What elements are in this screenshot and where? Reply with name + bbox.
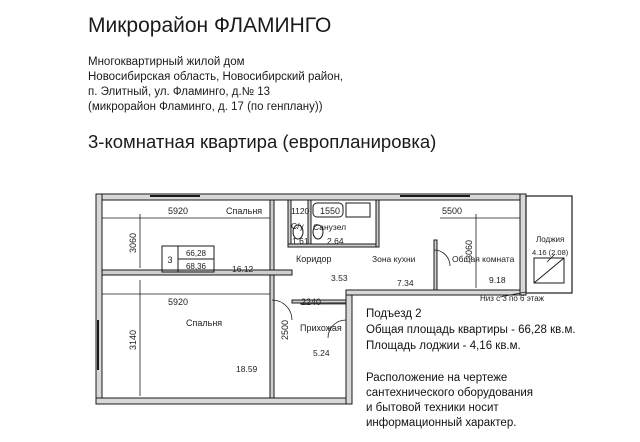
address-line: Многоквартирный жилой дом xyxy=(88,56,245,68)
note-line: Расположение на чертеже xyxy=(366,372,508,384)
address-line: (микрорайон Фламинго, д. 17 (по генплану… xyxy=(88,101,323,113)
note-line: информационный характер. xyxy=(366,417,517,429)
dim-left-bottom: 3140 xyxy=(128,330,138,350)
area-corridor: 3.53 xyxy=(331,273,348,283)
wall-hall-top xyxy=(291,299,347,304)
wall-left xyxy=(95,193,103,405)
dim-left-top: 3060 xyxy=(128,233,138,253)
address-line: п. Элитный, ул. Фламинго, д.№ 13 xyxy=(88,86,271,98)
dim-right: 3060 xyxy=(464,240,474,260)
page-title: Микрорайон ФЛАМИНГО xyxy=(88,14,332,37)
apartment-type-heading: 3-комнатная квартира (европланировка) xyxy=(88,131,437,152)
sink xyxy=(345,202,371,218)
area-loggia: 4.16 (2.08) xyxy=(532,248,569,257)
room-bedroom-top: Спальня xyxy=(226,206,262,216)
dim-bath: 1550 xyxy=(320,206,340,216)
area-hallway: 5.24 xyxy=(313,348,330,358)
dim-top-left: 5920 xyxy=(168,206,188,216)
toilet xyxy=(292,224,304,240)
dim-corridor: 2240 xyxy=(301,297,321,307)
area-wc: 1.61 xyxy=(292,236,309,246)
room-loggia: Лоджия xyxy=(536,235,564,244)
stamp-rooms: 3 xyxy=(167,255,172,265)
loggia-fixture xyxy=(533,257,565,284)
stamp-area-with-loggia: 68,36 xyxy=(186,262,207,271)
entrance-label: Подъезд 2 xyxy=(366,308,422,320)
wall-bottom xyxy=(95,397,353,405)
toilet xyxy=(312,224,324,240)
note-line: сантехнического оборудования xyxy=(366,387,534,399)
loggia-area-label: Площадь лоджии - 4,16 кв.м. xyxy=(366,340,521,352)
room-wc: С/у xyxy=(291,221,305,231)
area-kitchen: 7.34 xyxy=(397,278,414,288)
address-line: Новосибирская область, Новосибирский рай… xyxy=(88,71,344,83)
room-hallway: Прихожая xyxy=(300,323,342,333)
dim-wc: 1120 xyxy=(291,206,310,216)
dim-top-right: 5500 xyxy=(442,206,462,216)
wall-right xyxy=(519,193,527,296)
wall-bedroom-top xyxy=(269,199,275,271)
dim-mid: 5920 xyxy=(168,297,188,307)
room-bathroom: Санузел xyxy=(313,222,346,232)
wall-bath-right xyxy=(375,199,380,248)
room-bedroom-bottom: Спальня xyxy=(186,318,222,328)
total-area-label: Общая площадь квартиры - 66,28 кв.м. xyxy=(366,324,576,336)
sill-note: Низ с 3 по 6 этаж xyxy=(480,294,545,303)
wall-bedroom-bottom xyxy=(269,274,275,399)
bathtub xyxy=(312,202,344,218)
room-corridor: Коридор xyxy=(296,254,332,264)
area-bathroom: 2.64 xyxy=(327,236,344,246)
area-bedroom-top: 16.12 xyxy=(232,264,254,274)
area-bedroom-bottom: 18.59 xyxy=(236,364,258,374)
room-kitchen: Зона кухни xyxy=(372,254,416,264)
area-living: 9.18 xyxy=(489,275,506,285)
room-living: Общая комната xyxy=(452,254,515,264)
dim-hall: 2500 xyxy=(280,320,290,340)
loggia-outline xyxy=(525,195,573,294)
wall-living xyxy=(433,239,438,291)
stamp-total-area: 66,28 xyxy=(186,249,207,258)
wall-hall-right xyxy=(345,289,353,405)
note-line: и бытовой техники носит xyxy=(366,402,499,414)
